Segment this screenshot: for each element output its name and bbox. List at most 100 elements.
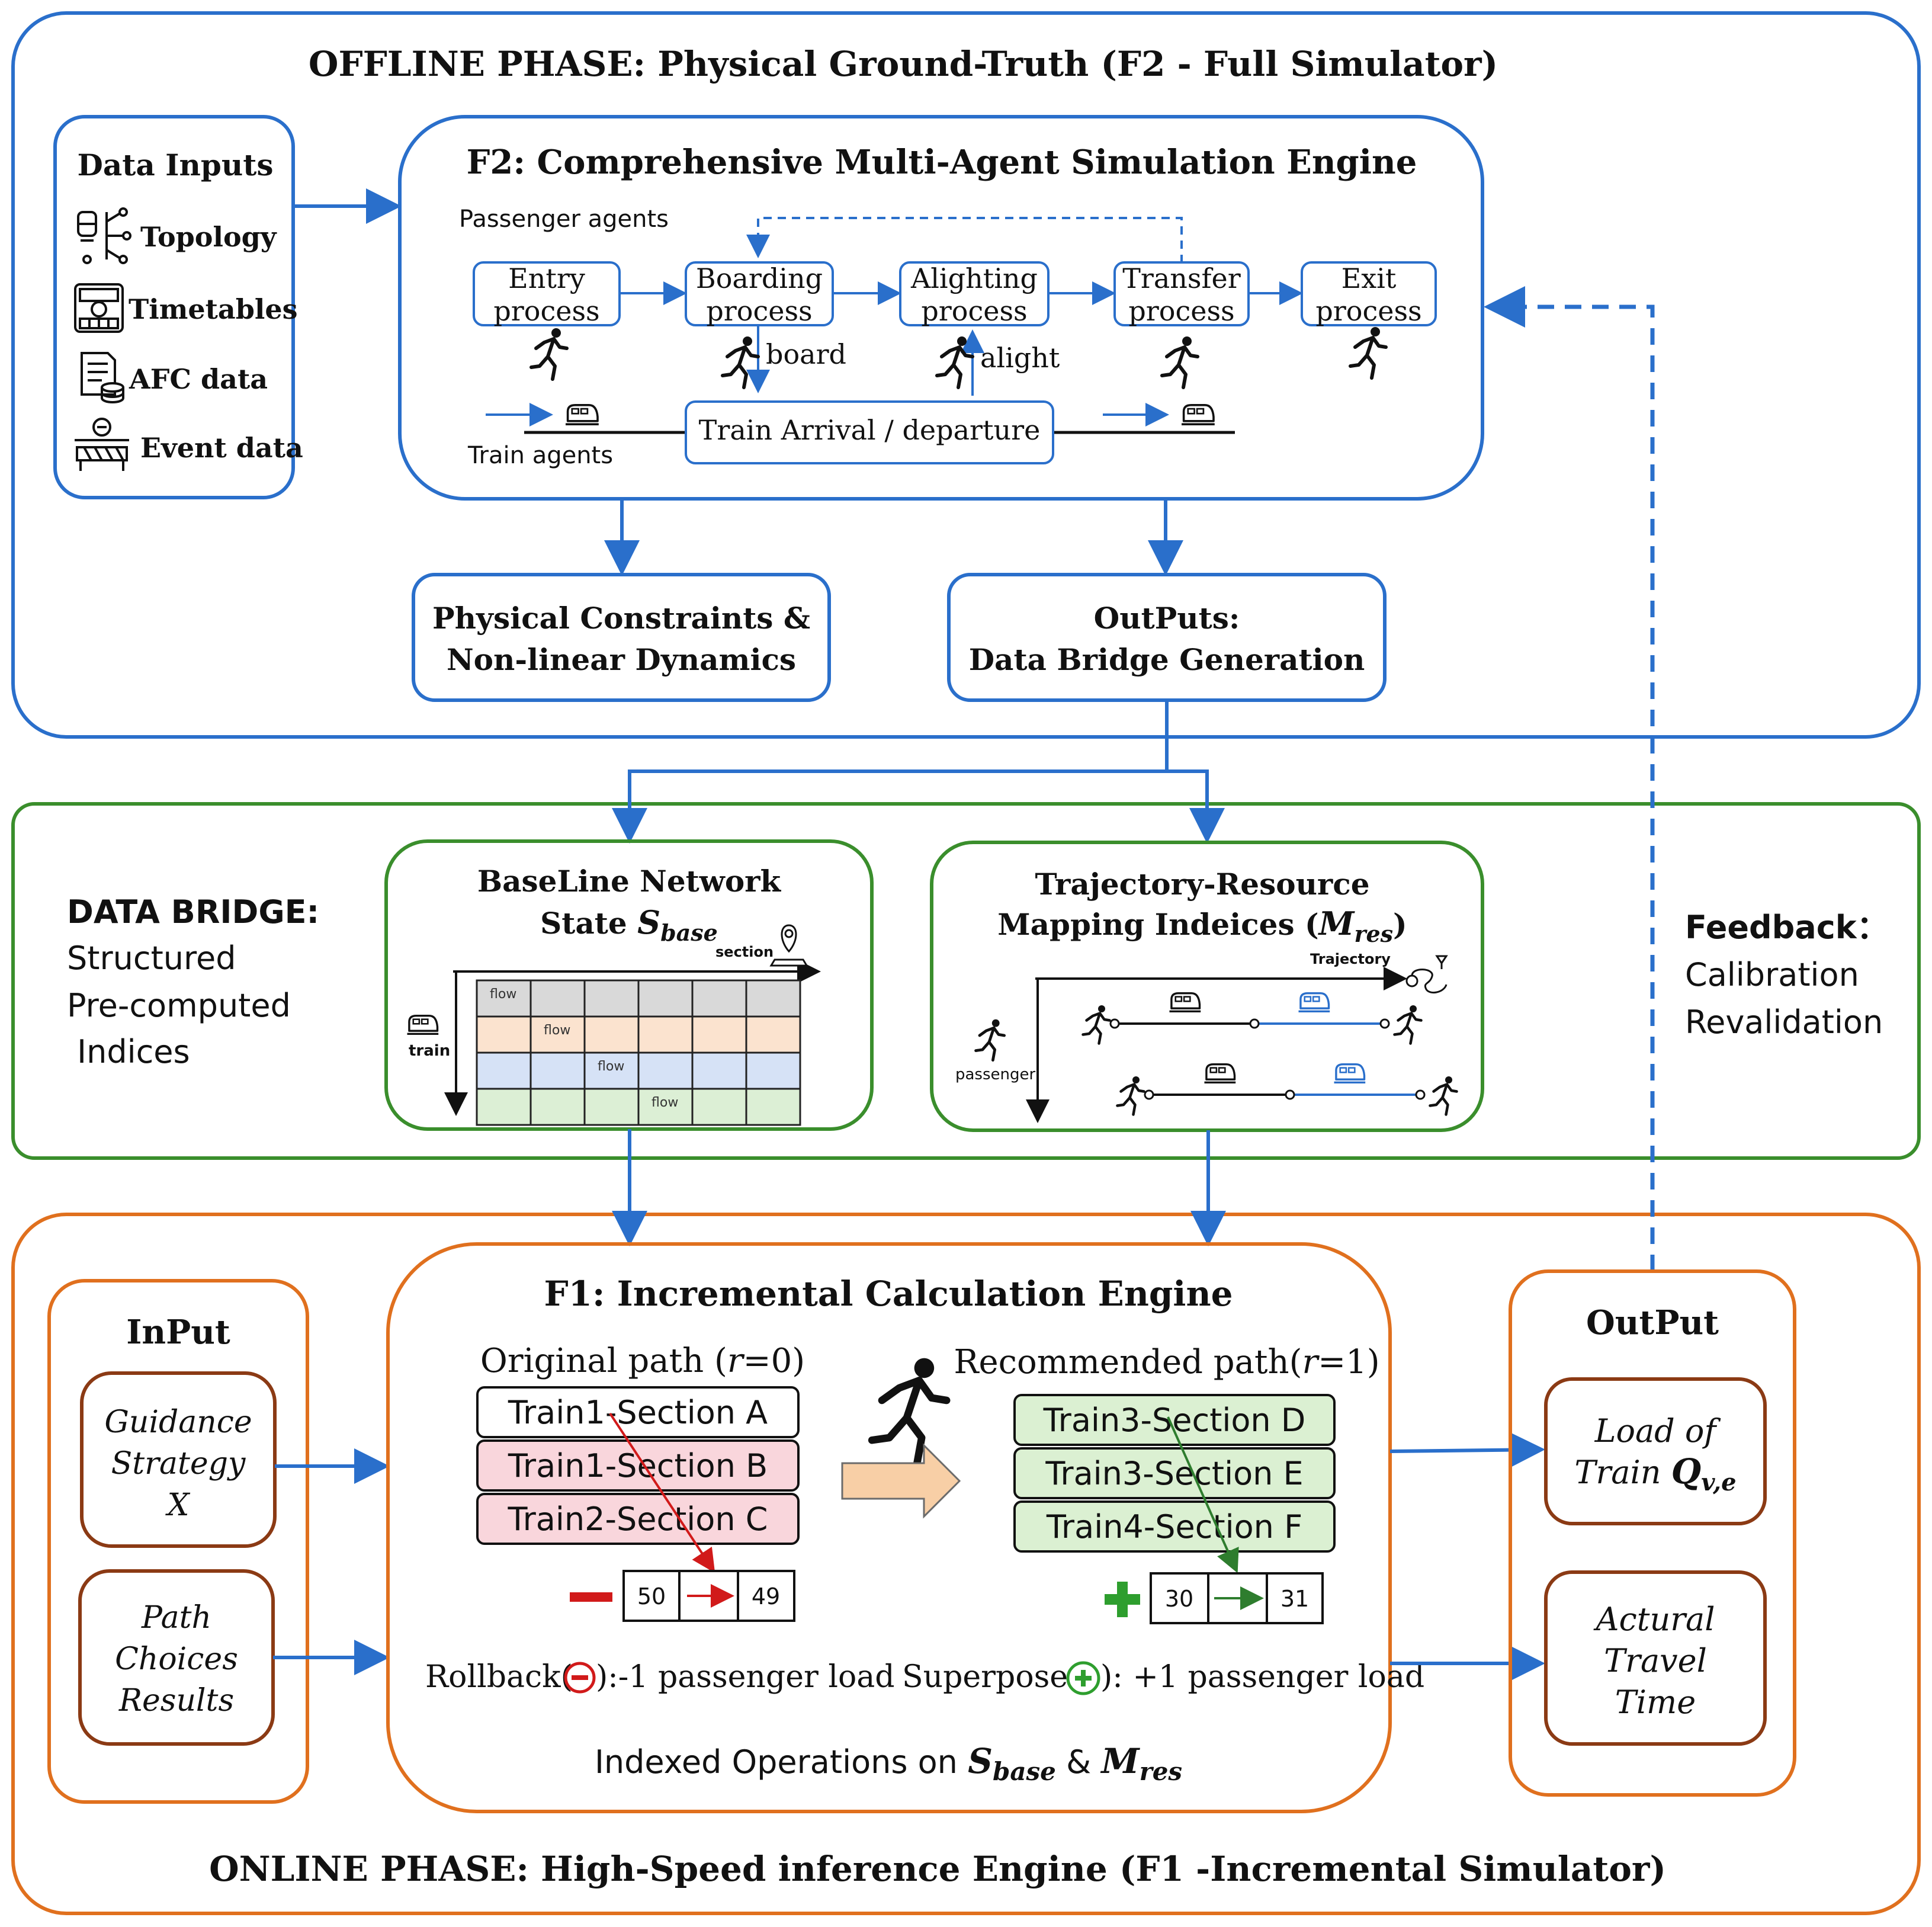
path-section-box <box>476 1493 800 1545</box>
trajectory-runner-icon <box>1083 1005 1110 1044</box>
indexed-operations-label: Indexed Operations on Sbase & Mres <box>595 1741 1182 1786</box>
trajectory-runner-icon <box>1430 1076 1457 1115</box>
flow-cell <box>476 1088 532 1126</box>
flow-cell <box>745 1051 801 1090</box>
data-bridge-title: DATA BRIDGE: <box>67 893 319 931</box>
path-section-box <box>1013 1447 1336 1499</box>
travel-line3: Time <box>1615 1684 1696 1721</box>
baseline-title-line2: State Sbase <box>540 903 718 946</box>
trajectory-train-icon <box>1168 992 1202 1013</box>
data-bridge-panel <box>11 802 1921 1160</box>
process-label-line2: process <box>706 295 812 327</box>
minus-from-value: 50 <box>637 1583 666 1609</box>
process-label-line2: process <box>1315 295 1421 327</box>
path-switch-big-arrow <box>841 1443 961 1519</box>
load-line1: Load of <box>1594 1412 1721 1450</box>
path-section-label: Train2-Section C <box>508 1500 768 1538</box>
data-inputs-box <box>53 115 295 499</box>
trajectory-node <box>1415 1089 1426 1100</box>
trajectory-axis-passenger: passenger <box>955 1066 1036 1083</box>
path-choices-line1: Path <box>141 1600 211 1636</box>
f2-engine-title: F2: Comprehensive Multi-Agent Simulation… <box>467 143 1417 182</box>
constraints-line1: Physical Constraints & <box>432 601 810 636</box>
timetable-icon <box>74 283 124 333</box>
rollback-suffix: ):-1 passenger load <box>596 1659 895 1695</box>
plus-from-value: 30 <box>1165 1586 1193 1612</box>
path-section-label: Train4-Section F <box>1046 1508 1302 1546</box>
recommended-path-label: Recommended path(r=1) <box>954 1343 1379 1381</box>
trajectory-runner-icon <box>1118 1076 1144 1115</box>
flow-cell <box>583 1088 640 1126</box>
trajectory-node <box>1249 1018 1260 1029</box>
rollback-prefix: Rollback( <box>425 1659 573 1695</box>
baseline-train-icon <box>406 1014 439 1035</box>
flow-cell <box>583 1051 640 1090</box>
train-agent-icon-left <box>564 403 600 426</box>
f2-engine-box <box>398 115 1484 501</box>
constraints-box <box>412 573 831 702</box>
online-phase-title: ONLINE PHASE: High-Speed inference Engin… <box>209 1849 1666 1889</box>
path-section-label: Train1-Section B <box>508 1447 768 1484</box>
process-label-line2: process <box>1128 295 1234 327</box>
process-label-line1: Entry <box>508 262 585 294</box>
flow-cell <box>691 1088 747 1126</box>
guidance-strategy-box <box>80 1371 277 1548</box>
superpose-prefix: Superpose ( <box>902 1659 1090 1695</box>
trajectory-train-icon-blue <box>1333 1063 1366 1084</box>
trajectory-train-icon <box>1203 1063 1237 1084</box>
event-data-icon <box>75 418 129 471</box>
flow-label: flow <box>544 1023 570 1038</box>
guidance-line2: Strategy <box>111 1446 246 1482</box>
train-arrival-box <box>685 400 1054 464</box>
path-section-box <box>1013 1394 1336 1446</box>
outputs-line2: Data Bridge Generation <box>969 642 1365 677</box>
path-choices-line2: Choices <box>115 1641 238 1677</box>
flow-cell <box>637 1088 694 1126</box>
feedback-line2: Revalidation <box>1685 1003 1883 1041</box>
plus-to-value: 31 <box>1280 1586 1309 1612</box>
outputs-line1: OutPuts: <box>1094 601 1240 636</box>
trajectory-node <box>1144 1089 1154 1100</box>
offline-phase-panel <box>11 11 1921 739</box>
load-line2: Train Qv,e <box>1574 1451 1736 1496</box>
flow-cell <box>583 979 640 1018</box>
outputs-to-bridge-split <box>612 700 1169 844</box>
data-bridge-line3: Indices <box>67 1033 190 1070</box>
exit-runner-icon <box>1350 327 1386 378</box>
outputs-to-trajectory-arrow <box>1167 769 1225 844</box>
flow-cell <box>529 1015 586 1054</box>
trajectory-node <box>1109 1018 1120 1029</box>
trajectory-title-line2: Mapping Indeices (Mres) <box>997 905 1407 947</box>
input-box <box>47 1279 309 1804</box>
rollback-diagonal-arrow <box>609 1412 715 1573</box>
section-location-icon <box>769 924 808 967</box>
online-phase-panel <box>11 1213 1921 1915</box>
alighting-runner-icon <box>937 336 973 387</box>
passenger-agents-label: Passenger agents <box>459 206 669 233</box>
minus-sign <box>570 1592 612 1602</box>
trajectory-train-icon-blue <box>1297 992 1331 1013</box>
flow-cell <box>529 1088 586 1126</box>
feedback-dashed-arrow <box>1484 286 1655 1271</box>
f1-engine-title: F1: Incremental Calculation Engine <box>544 1274 1233 1314</box>
process-label-line1: Exit <box>1342 262 1397 294</box>
process-label-line2: process <box>921 295 1027 327</box>
baseline-axis-train: train <box>409 1042 450 1060</box>
path-choices-line3: Results <box>118 1683 234 1718</box>
event-data-label: Event data <box>140 432 303 464</box>
travel-line1: Actural <box>1593 1601 1715 1638</box>
trajectory-title-line1: Trajectory-Resource <box>1035 867 1369 902</box>
guidance-line3: X <box>165 1487 190 1523</box>
flow-cell <box>745 1088 801 1126</box>
topology-icon <box>77 207 131 264</box>
flow-cell <box>637 1015 694 1054</box>
alight-label: alight <box>980 342 1060 374</box>
trajectory-rows <box>1083 992 1457 1115</box>
flow-cell <box>529 979 586 1018</box>
trajectory-node <box>1285 1089 1295 1100</box>
plus-sign <box>1105 1582 1140 1617</box>
entry-runner-icon <box>531 328 567 379</box>
